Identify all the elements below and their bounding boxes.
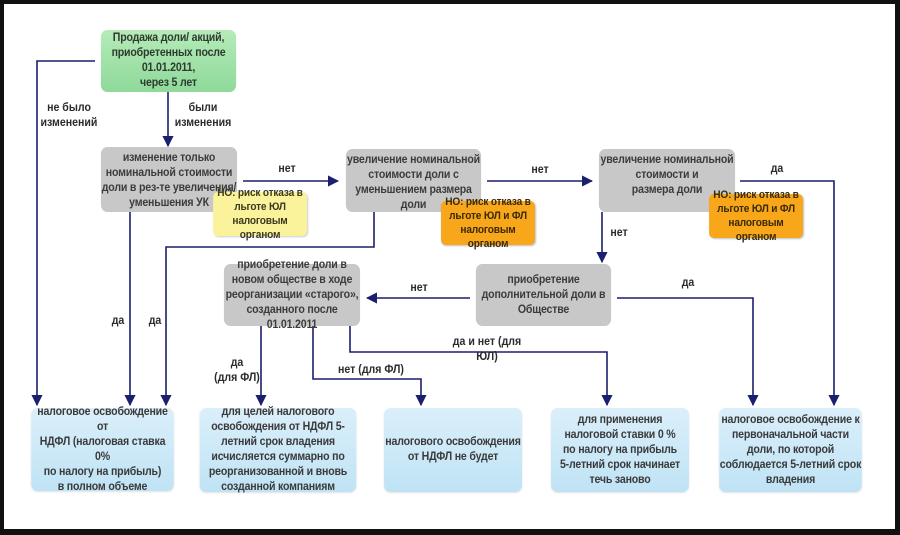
edge-label-yes-fl: да (для ФЛ) xyxy=(214,357,260,384)
edge-label-yes-right: да xyxy=(770,163,784,175)
edge-label-no-left: нет xyxy=(410,282,428,294)
edge-label-yes-additional: да xyxy=(681,277,695,289)
edge-reorg-ul xyxy=(349,326,613,407)
edge-label-no-changes: не было изменений xyxy=(40,102,98,129)
edge-q2-yes xyxy=(160,212,375,407)
outcome-no-exemption: налогового освобождения от НДФЛ не будет xyxy=(384,408,522,492)
edge-label-no-down: нет xyxy=(610,227,628,239)
edge-label-yes-1: да xyxy=(111,315,125,327)
edge-label-yes-no-ul: да и нет (для ЮЛ) xyxy=(452,336,522,363)
edge-q3-yes xyxy=(740,180,840,407)
note-risk-ul: НО: риск отказа в льготе ЮЛ налоговым ор… xyxy=(213,187,307,241)
note-risk-ul-fl-2: НО: риск отказа в льготе ЮЛ и ФЛ налогов… xyxy=(709,189,803,243)
decision-reorganization: приобретение доли в новом обществе в ход… xyxy=(223,258,361,331)
edge-add-yes xyxy=(617,297,759,407)
outcome-period-restarts: для применения налоговой ставки 0 % по н… xyxy=(551,408,689,492)
decision-nominal-value-only: изменение только номинальной стоимости д… xyxy=(100,147,238,212)
outcome-partial-exemption: налоговое освобождение к первоначальной … xyxy=(719,408,862,492)
outcome-full-exemption: налоговое освобождение от НДФЛ (налогова… xyxy=(31,406,174,493)
note-risk-ul-fl-1: НО: риск отказа в льготе ЮЛ и ФЛ налогов… xyxy=(441,196,535,250)
edge-label-were-changes: были изменения xyxy=(174,102,232,129)
edge-label-no-fl: нет (для ФЛ) xyxy=(338,364,404,376)
edge-label-no-2: нет xyxy=(531,164,549,176)
edge-reorg-no-fl xyxy=(312,326,427,407)
decision-additional-share: приобретение дополнительной доли в Общес… xyxy=(475,264,612,326)
edge-no-changes xyxy=(31,60,95,407)
edge-label-yes-2: да xyxy=(148,315,162,327)
start-node-share-sale: Продажа доли/ акций, приобретенных после… xyxy=(100,30,237,92)
edge-label-no-1: нет xyxy=(278,163,296,175)
outcome-summed-ownership-period: для целей налогового освобождения от НДФ… xyxy=(199,406,357,493)
